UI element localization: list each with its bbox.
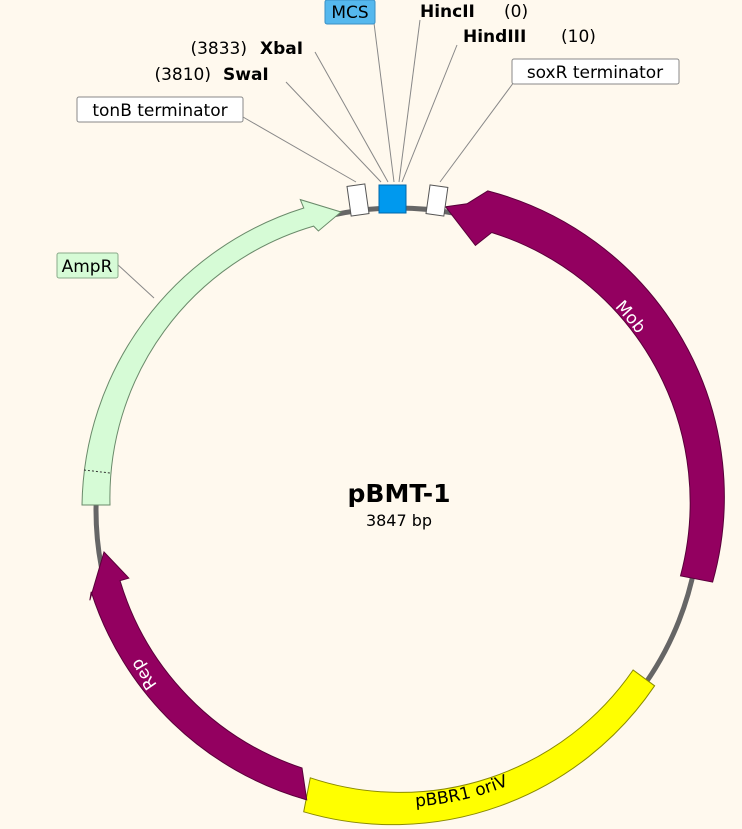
hincii-name: HincII [420, 2, 475, 22]
ampr-label-box [56, 252, 119, 279]
oriv-feature[interactable] [303, 669, 656, 826]
xbai-position: (3833) [190, 39, 247, 59]
mob-feature[interactable] [444, 190, 725, 583]
tonb-label-box [76, 96, 244, 123]
swai-name: SwaI [223, 65, 269, 85]
hincii-position: (0) [504, 2, 528, 22]
swai-position: (3810) [154, 65, 211, 85]
hindiii-position: (10) [561, 27, 596, 47]
tonb-label: tonB terminator [92, 101, 227, 121]
soxr-label: soxR terminator [527, 63, 663, 83]
mcs-label: MCS [331, 3, 368, 23]
tonb-terminator-box[interactable] [346, 183, 370, 217]
ampr-label: AmpR [62, 257, 113, 277]
soxr-terminator-box[interactable] [425, 184, 449, 217]
plasmid-name: pBMT-1 [348, 479, 451, 508]
xbai-name: XbaI [260, 39, 303, 59]
rep-feature[interactable] [89, 551, 308, 801]
mcs-box[interactable] [378, 184, 407, 214]
plasmid-size: 3847 bp [366, 511, 432, 530]
ampr-start-marker [83, 469, 111, 474]
mcs-label-box [324, 0, 376, 25]
leader-lines [116, 19, 515, 299]
hindiii-name: HindIII [463, 27, 526, 47]
ampr-feature[interactable] [81, 198, 343, 506]
soxr-label-box [511, 58, 680, 85]
